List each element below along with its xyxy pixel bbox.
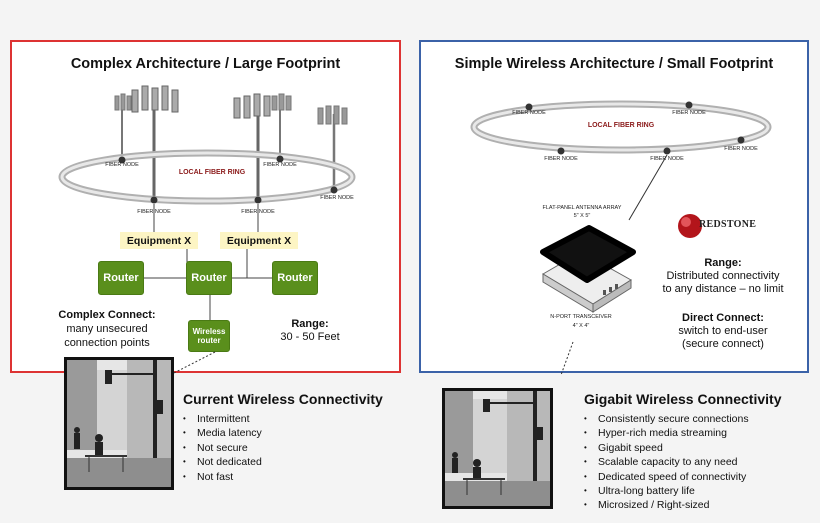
complex-architecture-panel: Complex Architecture / Large Footprint	[10, 40, 401, 373]
equipment-x-box: Equipment X	[220, 232, 298, 249]
range-title: Range:	[704, 257, 742, 269]
wireless-router-box: Wireless router	[188, 320, 230, 352]
range-line: to any distance – no limit	[662, 283, 784, 295]
fiber-node	[685, 101, 693, 109]
complex-connect-line: many unsecured	[66, 323, 148, 335]
list-item: Media latency	[183, 426, 262, 441]
antenna-link-line	[628, 154, 668, 221]
simple-network-diagram	[470, 100, 772, 375]
transceiver-size: 4" x 4"	[572, 323, 590, 329]
fiber-node	[330, 186, 338, 194]
fiber-node-label: FIBER NODE	[724, 146, 758, 152]
cell-tower-icon	[131, 85, 179, 202]
cell-tower-icon	[271, 93, 292, 160]
fiber-node-label: FIBER NODE	[672, 110, 706, 116]
router-box: Router	[272, 261, 318, 295]
cell-tower-icon	[114, 93, 132, 162]
list-item: Scalable capacity to any need	[584, 455, 749, 470]
right-panel-title: Simple Wireless Architecture / Small Foo…	[454, 56, 774, 72]
router-box: Router	[186, 261, 232, 295]
antenna-label: FLAT-PANEL ANTENNA ARRAY	[542, 205, 622, 211]
local-fiber-ring-label: LOCAL FIBER RING	[587, 122, 655, 129]
complex-network-diagram	[58, 85, 356, 320]
flat-panel-antenna-icon	[540, 225, 636, 283]
fiber-node	[254, 196, 262, 204]
list-item: Hyper-rich media streaming	[584, 426, 749, 441]
direct-connect-title: Direct Connect:	[682, 312, 764, 324]
cell-tower-icon	[233, 93, 271, 202]
fiber-node	[525, 103, 533, 111]
complex-connect-line: connection points	[64, 337, 150, 349]
list-item: Microsized / Right-sized	[584, 498, 749, 513]
list-item: Dedicated speed of connectivity	[584, 470, 749, 485]
gigabit-wireless-list: Consistently secure connections Hyper-ri…	[584, 412, 749, 513]
local-fiber-ring-label: LOCAL FIBER RING	[178, 169, 246, 176]
current-wireless-list: Intermittent Media latency Not secure No…	[183, 412, 262, 484]
redstone-logo	[678, 214, 702, 238]
current-wireless-heading: Current Wireless Connectivity	[183, 391, 383, 407]
fiber-node-label: FIBER NODE	[544, 156, 578, 162]
cafe-street-photo	[64, 357, 174, 490]
list-item: Intermittent	[183, 412, 262, 427]
complex-connect-title: Complex Connect:	[58, 309, 156, 321]
antenna-size: 5" x 5"	[573, 213, 591, 219]
list-item: Gigabit speed	[584, 441, 749, 456]
equipment-x-box: Equipment X	[120, 232, 198, 249]
transceiver-label: N-PORT TRANSCEIVER	[550, 314, 612, 320]
fiber-node-label: FIBER NODE	[320, 195, 354, 201]
fiber-node-label: FIBER NODE	[241, 209, 275, 215]
list-item: Not fast	[183, 470, 262, 485]
list-item: Ultra-long battery life	[584, 484, 749, 499]
cell-tower-icon	[317, 105, 348, 190]
fiber-node-label: FIBER NODE	[650, 156, 684, 162]
redstone-brand: REDSTONE	[699, 219, 757, 230]
list-item: Not secure	[183, 441, 262, 456]
range-value: 30 - 50 Feet	[280, 331, 340, 343]
fiber-node	[737, 136, 745, 144]
fiber-node	[150, 196, 158, 204]
leader-line	[169, 351, 216, 376]
range-line: Distributed connectivity	[666, 270, 780, 282]
fiber-node	[118, 156, 126, 164]
list-item: Not dedicated	[183, 455, 262, 470]
simple-architecture-panel: Simple Wireless Architecture / Small Foo…	[419, 40, 809, 375]
street-scene-image	[445, 391, 550, 506]
transceiver-link-line	[560, 341, 574, 375]
fiber-node-label: FIBER NODE	[512, 110, 546, 116]
cafe-street-photo	[442, 388, 553, 509]
direct-connect-line: switch to end-user	[678, 325, 768, 337]
list-item: Consistently secure connections	[584, 412, 749, 427]
fiber-node	[276, 155, 284, 163]
fiber-node	[663, 147, 671, 155]
fiber-node	[557, 147, 565, 155]
fiber-node-label: FIBER NODE	[263, 162, 297, 168]
fiber-node-label: FIBER NODE	[137, 209, 171, 215]
left-panel-title: Complex Architecture / Large Footprint	[70, 56, 341, 72]
gigabit-wireless-heading: Gigabit Wireless Connectivity	[584, 391, 782, 407]
street-scene-image	[67, 360, 171, 487]
range-title: Range:	[291, 318, 329, 330]
router-box: Router	[98, 261, 144, 295]
fiber-node-label: FIBER NODE	[105, 162, 139, 168]
direct-connect-line: (secure connect)	[682, 338, 764, 350]
